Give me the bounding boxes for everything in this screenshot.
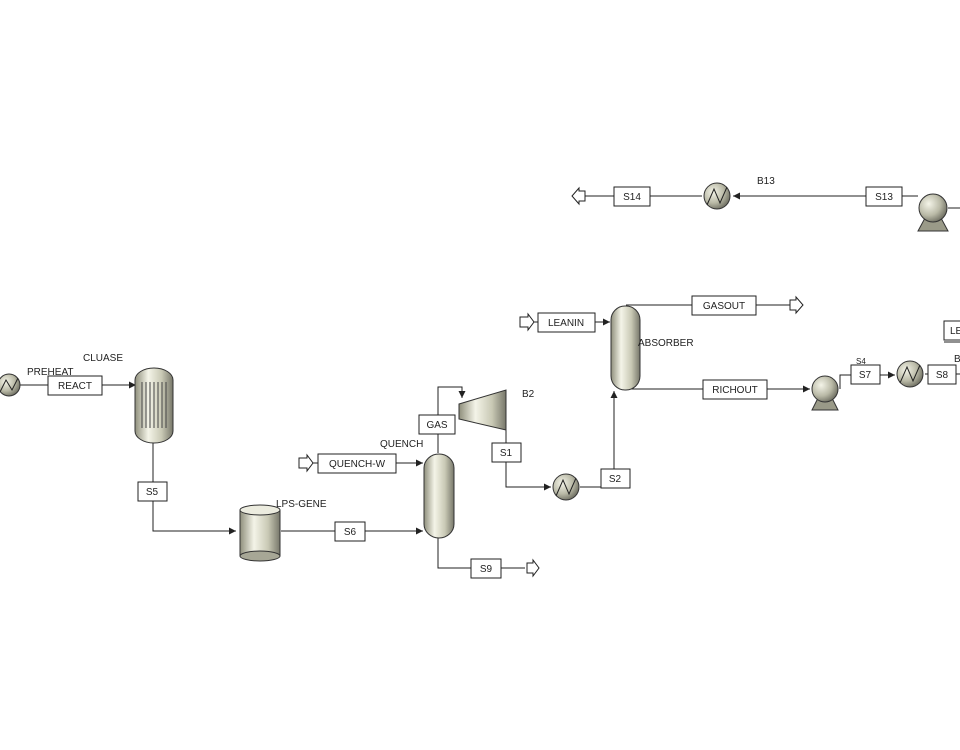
stream-label-gas: GAS xyxy=(426,420,447,431)
product-arrow-icon[interactable] xyxy=(789,295,804,315)
stream-tag-richout[interactable]: RICHOUT xyxy=(702,379,768,400)
feed-arrow-icon[interactable] xyxy=(519,312,535,332)
block-label-b2: B2 xyxy=(522,389,535,400)
block-label-preheat: PREHEAT xyxy=(27,367,74,378)
stream-s5-line[interactable] xyxy=(152,443,236,535)
drum-lps-gene[interactable] xyxy=(239,504,281,562)
reactor-tubes xyxy=(141,382,167,428)
block-label-cluase: CLUASE xyxy=(83,353,123,364)
stream-tag-s2[interactable]: S2 xyxy=(600,468,631,489)
stream-label-s13: S13 xyxy=(875,192,893,203)
drum-top xyxy=(239,504,281,516)
column-absorber[interactable] xyxy=(610,305,641,391)
pump-icon xyxy=(811,375,839,403)
block-label-lps-gene: LPS-GENE xyxy=(276,499,327,510)
column-icon xyxy=(423,453,455,539)
stream-tag-s6[interactable]: S6 xyxy=(334,521,366,542)
product-arrow-icon[interactable] xyxy=(571,186,586,206)
pump-top-right[interactable] xyxy=(917,193,949,232)
stream-label-s9: S9 xyxy=(480,564,493,575)
stream-label-s5: S5 xyxy=(146,487,159,498)
block-label-b13: B13 xyxy=(757,176,775,187)
stream-label-s7: S7 xyxy=(859,370,872,381)
stream-label-richout: RICHOUT xyxy=(712,385,758,396)
port-arrows xyxy=(298,186,804,578)
stream-tag-s5[interactable]: S5 xyxy=(137,481,168,502)
pump-richout[interactable] xyxy=(811,375,839,411)
stream-label-s6: S6 xyxy=(344,527,357,538)
stream-tag-s8[interactable]: S8 xyxy=(927,364,957,385)
reactor-cluase[interactable] xyxy=(134,367,174,444)
stream-label-s1: S1 xyxy=(500,448,513,459)
cooler-exchanger[interactable] xyxy=(552,473,580,501)
stream-tag-quench-w[interactable]: QUENCH-W xyxy=(317,453,397,474)
stream-label-s8: S8 xyxy=(936,370,949,381)
stream-label-s14: S14 xyxy=(623,192,641,203)
drum-bottom xyxy=(239,550,281,562)
flash-drum-icon xyxy=(239,509,281,557)
feed-arrow-icon[interactable] xyxy=(298,453,314,473)
heater-zigzag xyxy=(0,377,19,393)
product-arrow-icon[interactable] xyxy=(526,558,540,578)
heater-b13[interactable] xyxy=(703,182,731,210)
stream-tag-react[interactable]: REACT xyxy=(47,375,103,396)
stream-tag-s1[interactable]: S1 xyxy=(491,442,522,463)
block-label-absorber: ABSORBER xyxy=(638,338,694,349)
column-quench[interactable] xyxy=(423,453,455,539)
heater-preheat[interactable] xyxy=(0,373,21,397)
heater-zigzag xyxy=(706,186,728,206)
stream-label-gasout: GASOUT xyxy=(703,301,745,312)
stream-tag-leanin[interactable]: LEANIN xyxy=(537,312,596,333)
stream-label-leanin: LEANIN xyxy=(548,318,584,329)
stream-label-s2: S2 xyxy=(609,474,622,485)
block-label-b: B xyxy=(954,354,960,365)
column-icon xyxy=(610,305,641,391)
pump-icon xyxy=(918,193,948,223)
heater-s7-s8[interactable] xyxy=(896,360,924,388)
block-label-s4: S4 xyxy=(856,357,866,366)
stream-label-le: LE xyxy=(950,326,960,337)
stream-tag-gas[interactable]: GAS xyxy=(418,414,456,435)
stream-tag-s14[interactable]: S14 xyxy=(613,186,651,207)
stream-label-quench-w: QUENCH-W xyxy=(329,459,386,470)
stream-tag-s13[interactable]: S13 xyxy=(865,186,903,207)
stream-tag-s7[interactable]: S7 xyxy=(850,364,881,385)
heater-icon xyxy=(0,373,21,397)
stream-tags: REACT S5 S6 QUENCH-W GAS S1 S2 S9 xyxy=(47,186,960,579)
compressor-b2[interactable] xyxy=(458,389,507,431)
compressor-icon xyxy=(458,389,507,431)
block-labels: PREHEAT CLUASE LPS-GENE QUENCH B2 ABSORB… xyxy=(27,176,960,510)
stream-tag-gasout[interactable]: GASOUT xyxy=(691,295,757,316)
block-label-quench: QUENCH xyxy=(380,439,423,450)
stream-tag-le[interactable]: LE xyxy=(943,320,960,341)
heater-zigzag xyxy=(899,364,921,384)
stream-tag-s9[interactable]: S9 xyxy=(470,558,502,579)
stream-label-react: REACT xyxy=(58,381,92,392)
heater-zigzag xyxy=(555,477,577,497)
